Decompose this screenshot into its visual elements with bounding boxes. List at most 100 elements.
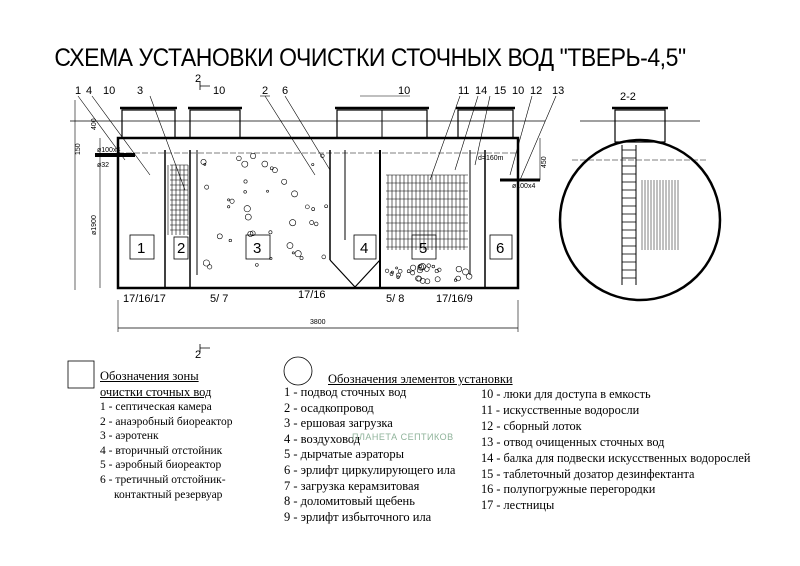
legend-item: 2 - анаэробный биореактор bbox=[100, 415, 233, 428]
legend-item: 4 - воздуховод bbox=[284, 431, 361, 446]
legend-item: 13 - отвод очищенных сточных вод bbox=[481, 434, 665, 449]
section-arrow-icon bbox=[199, 344, 210, 352]
zone-box bbox=[245, 234, 271, 260]
callout: 1 bbox=[75, 85, 81, 97]
legend-item: 4 - вторичный отстойник bbox=[100, 444, 223, 457]
gravel-particle bbox=[241, 160, 249, 168]
legend-item: 15 - таблеточный дозатор дезинфектанта bbox=[481, 466, 695, 481]
gravel-particle bbox=[309, 220, 314, 225]
gravel-particle bbox=[228, 238, 232, 243]
legend-item: 1 - септическая камера bbox=[100, 401, 212, 413]
legend-item: 17 - лестницы bbox=[481, 498, 555, 513]
gravel-particle bbox=[396, 272, 401, 278]
callout: 13 bbox=[552, 85, 564, 97]
element-legend-heading-wrap: Обозначения элементов установки bbox=[328, 371, 513, 387]
gravel-particle bbox=[269, 256, 273, 261]
gravel-particle bbox=[455, 275, 461, 282]
gravel-particle bbox=[314, 221, 319, 227]
gravel-particle bbox=[384, 268, 390, 273]
zone-box bbox=[489, 234, 513, 260]
callout: 12 bbox=[530, 85, 542, 97]
legend-item: 14 - балка для подвески искусственных во… bbox=[481, 450, 751, 465]
gravel-particle bbox=[243, 205, 251, 213]
dim-inlet: 150 bbox=[75, 143, 82, 155]
gravel-particle bbox=[247, 230, 254, 237]
callout: 10 bbox=[213, 85, 225, 97]
zone-box bbox=[129, 234, 155, 260]
gravel-particle bbox=[281, 178, 288, 185]
gravel-particle bbox=[406, 269, 411, 274]
callout: 11 bbox=[458, 85, 469, 97]
callout: 6 bbox=[282, 85, 288, 97]
gravel-particle bbox=[389, 272, 394, 276]
ladder bbox=[622, 149, 636, 279]
zone-box bbox=[353, 234, 377, 260]
section-mark-bottom: 2 bbox=[195, 349, 201, 361]
callout: 5/ 7 bbox=[210, 293, 228, 305]
hatch-1 bbox=[121, 109, 176, 139]
gravel-particle bbox=[244, 213, 252, 221]
callout-leaders bbox=[77, 95, 557, 191]
gravel-particle bbox=[311, 163, 315, 166]
gravel-particle bbox=[419, 277, 426, 284]
gravel-particle bbox=[216, 233, 223, 240]
section-2-2-circle bbox=[558, 138, 722, 302]
zone-label: 1 bbox=[137, 240, 145, 257]
gravel-particle bbox=[204, 184, 210, 190]
gravel-particle bbox=[207, 264, 213, 270]
legend-item: 12 - сборный лоток bbox=[481, 418, 582, 433]
gravel-particle bbox=[261, 160, 269, 168]
section-title: 2-2 bbox=[620, 91, 636, 103]
legend-item: 10 - люки для доступа в емкость bbox=[481, 387, 651, 401]
zone-box bbox=[411, 234, 437, 260]
gravel-particle bbox=[286, 242, 294, 249]
gravel-particle bbox=[200, 159, 207, 165]
legend-item: 6 - эрлифт циркулирующего ила bbox=[284, 462, 456, 477]
zone-symbol-square bbox=[67, 360, 95, 389]
watermark: ПЛАНЕТА СЕПТИКОВ bbox=[352, 432, 454, 442]
gravel-particle bbox=[434, 276, 441, 283]
gravel-particle bbox=[250, 153, 257, 159]
callout: 2 bbox=[262, 85, 268, 97]
hatch-2 bbox=[189, 109, 241, 139]
gravel-particle bbox=[294, 250, 302, 258]
gravel-particle bbox=[289, 219, 297, 227]
gravel-particle bbox=[227, 198, 230, 202]
gravel-particle bbox=[291, 251, 295, 255]
gravel-particle bbox=[466, 273, 473, 280]
settler-cone bbox=[329, 259, 356, 288]
tank-body bbox=[116, 136, 520, 290]
gravel-particle bbox=[424, 278, 431, 285]
legend-item: 1 - подвод сточных вод bbox=[284, 385, 407, 399]
gravel-particle bbox=[415, 275, 422, 282]
zone-label: 3 bbox=[253, 240, 261, 257]
callout: 14 bbox=[475, 85, 487, 97]
callout: 3 bbox=[137, 85, 143, 97]
element-legend-col2: 10 - люки для доступа в емкость 11 - иск… bbox=[481, 387, 750, 514]
legend-item: 16 - полупогружные перегородки bbox=[481, 482, 656, 497]
callout: 17/16/17 bbox=[123, 293, 166, 305]
legend-item: контактный резервуар bbox=[114, 488, 223, 501]
artificial-algae bbox=[386, 174, 468, 250]
element-symbol-circle bbox=[283, 356, 313, 386]
gravel-particle bbox=[395, 266, 398, 270]
dim-outlet-pipe: ø100x4 bbox=[512, 183, 535, 190]
gravel-particle bbox=[453, 278, 458, 282]
section-hatch bbox=[614, 109, 666, 143]
zone-legend: Обозначения зоны очистки сточных вод 1 -… bbox=[100, 368, 233, 502]
gravel-particle bbox=[255, 263, 259, 267]
zone-legend-items: 1 - септическая камера 2 - анаэробный би… bbox=[100, 400, 233, 502]
gravel-particle bbox=[299, 256, 304, 260]
section-algae bbox=[641, 180, 679, 250]
callout: 5/ 8 bbox=[386, 293, 404, 305]
zone-label: 6 bbox=[496, 240, 504, 257]
callout: 4 bbox=[86, 85, 92, 97]
gravel-particle bbox=[250, 230, 256, 237]
legend-item: 2 - осадкопровод bbox=[284, 400, 374, 415]
gravel-particle bbox=[272, 167, 278, 174]
gravel-particle bbox=[268, 230, 273, 235]
gravel-particle bbox=[434, 268, 439, 274]
legend-item: 5 - аэробный биореактор bbox=[100, 459, 222, 472]
legend-item: 6 - третичный отстойник- bbox=[100, 473, 226, 486]
